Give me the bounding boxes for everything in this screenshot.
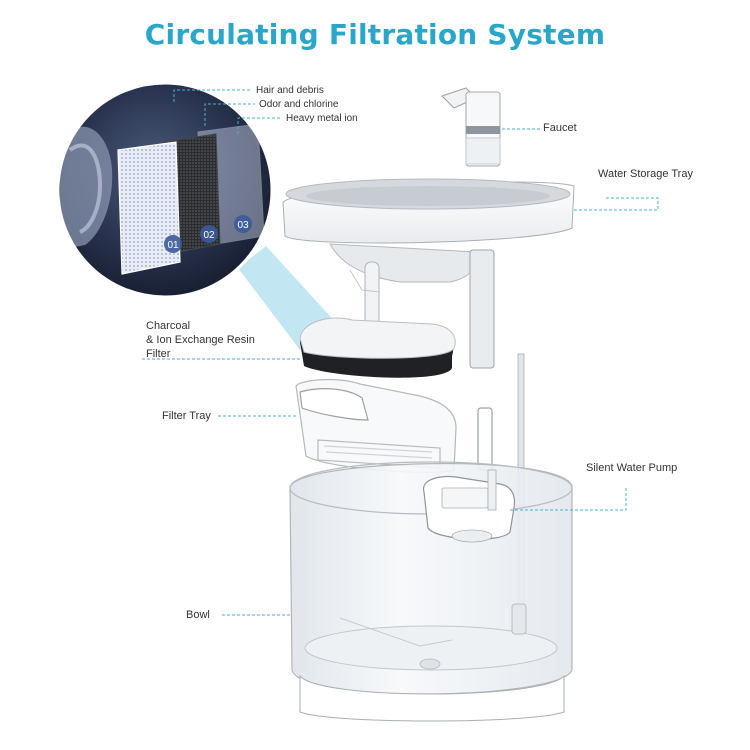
label-faucet: Faucet (543, 122, 577, 134)
svg-text:03: 03 (237, 220, 249, 231)
leader-hair-debris (173, 89, 252, 102)
leader-heavy-metal (237, 117, 282, 134)
leader-water-storage-tray (574, 197, 659, 211)
label-filter-tray: Filter Tray (162, 410, 211, 422)
faucet-part (441, 87, 501, 167)
label-hair-debris: Hair and debris (256, 85, 324, 96)
label-charcoal-line1: Charcoal (146, 320, 191, 332)
charcoal-filter-part (299, 317, 456, 378)
magnifier-ring (56, 81, 274, 299)
label-water-storage-tray: Water Storage Tray (598, 168, 693, 180)
magnifier-view (58, 83, 272, 297)
label-charcoal-line3: Filter (146, 348, 171, 360)
layer-badge-01: 01 (164, 235, 182, 253)
label-bowl: Bowl (186, 609, 210, 621)
leader-silent-water-pump (510, 488, 627, 511)
page-title: Circulating Filtration System (144, 18, 606, 51)
label-odor-chlorine: Odor and chlorine (259, 99, 339, 110)
label-charcoal-line2: & Ion Exchange Resin (146, 334, 255, 346)
label-heavy-metal: Heavy metal ion (286, 113, 358, 124)
silent-water-pump-part (423, 469, 516, 543)
leader-odor-chlorine (204, 103, 255, 126)
filter-tray-part (295, 378, 493, 473)
layer-badge-02: 02 (200, 225, 218, 243)
svg-text:01: 01 (167, 240, 179, 251)
magnifier-leaders (173, 89, 282, 134)
water-storage-tray-part (282, 178, 575, 369)
layer-badge-03: 03 (234, 215, 252, 233)
svg-text:02: 02 (203, 230, 215, 241)
label-silent-water-pump: Silent Water Pump (586, 462, 678, 474)
